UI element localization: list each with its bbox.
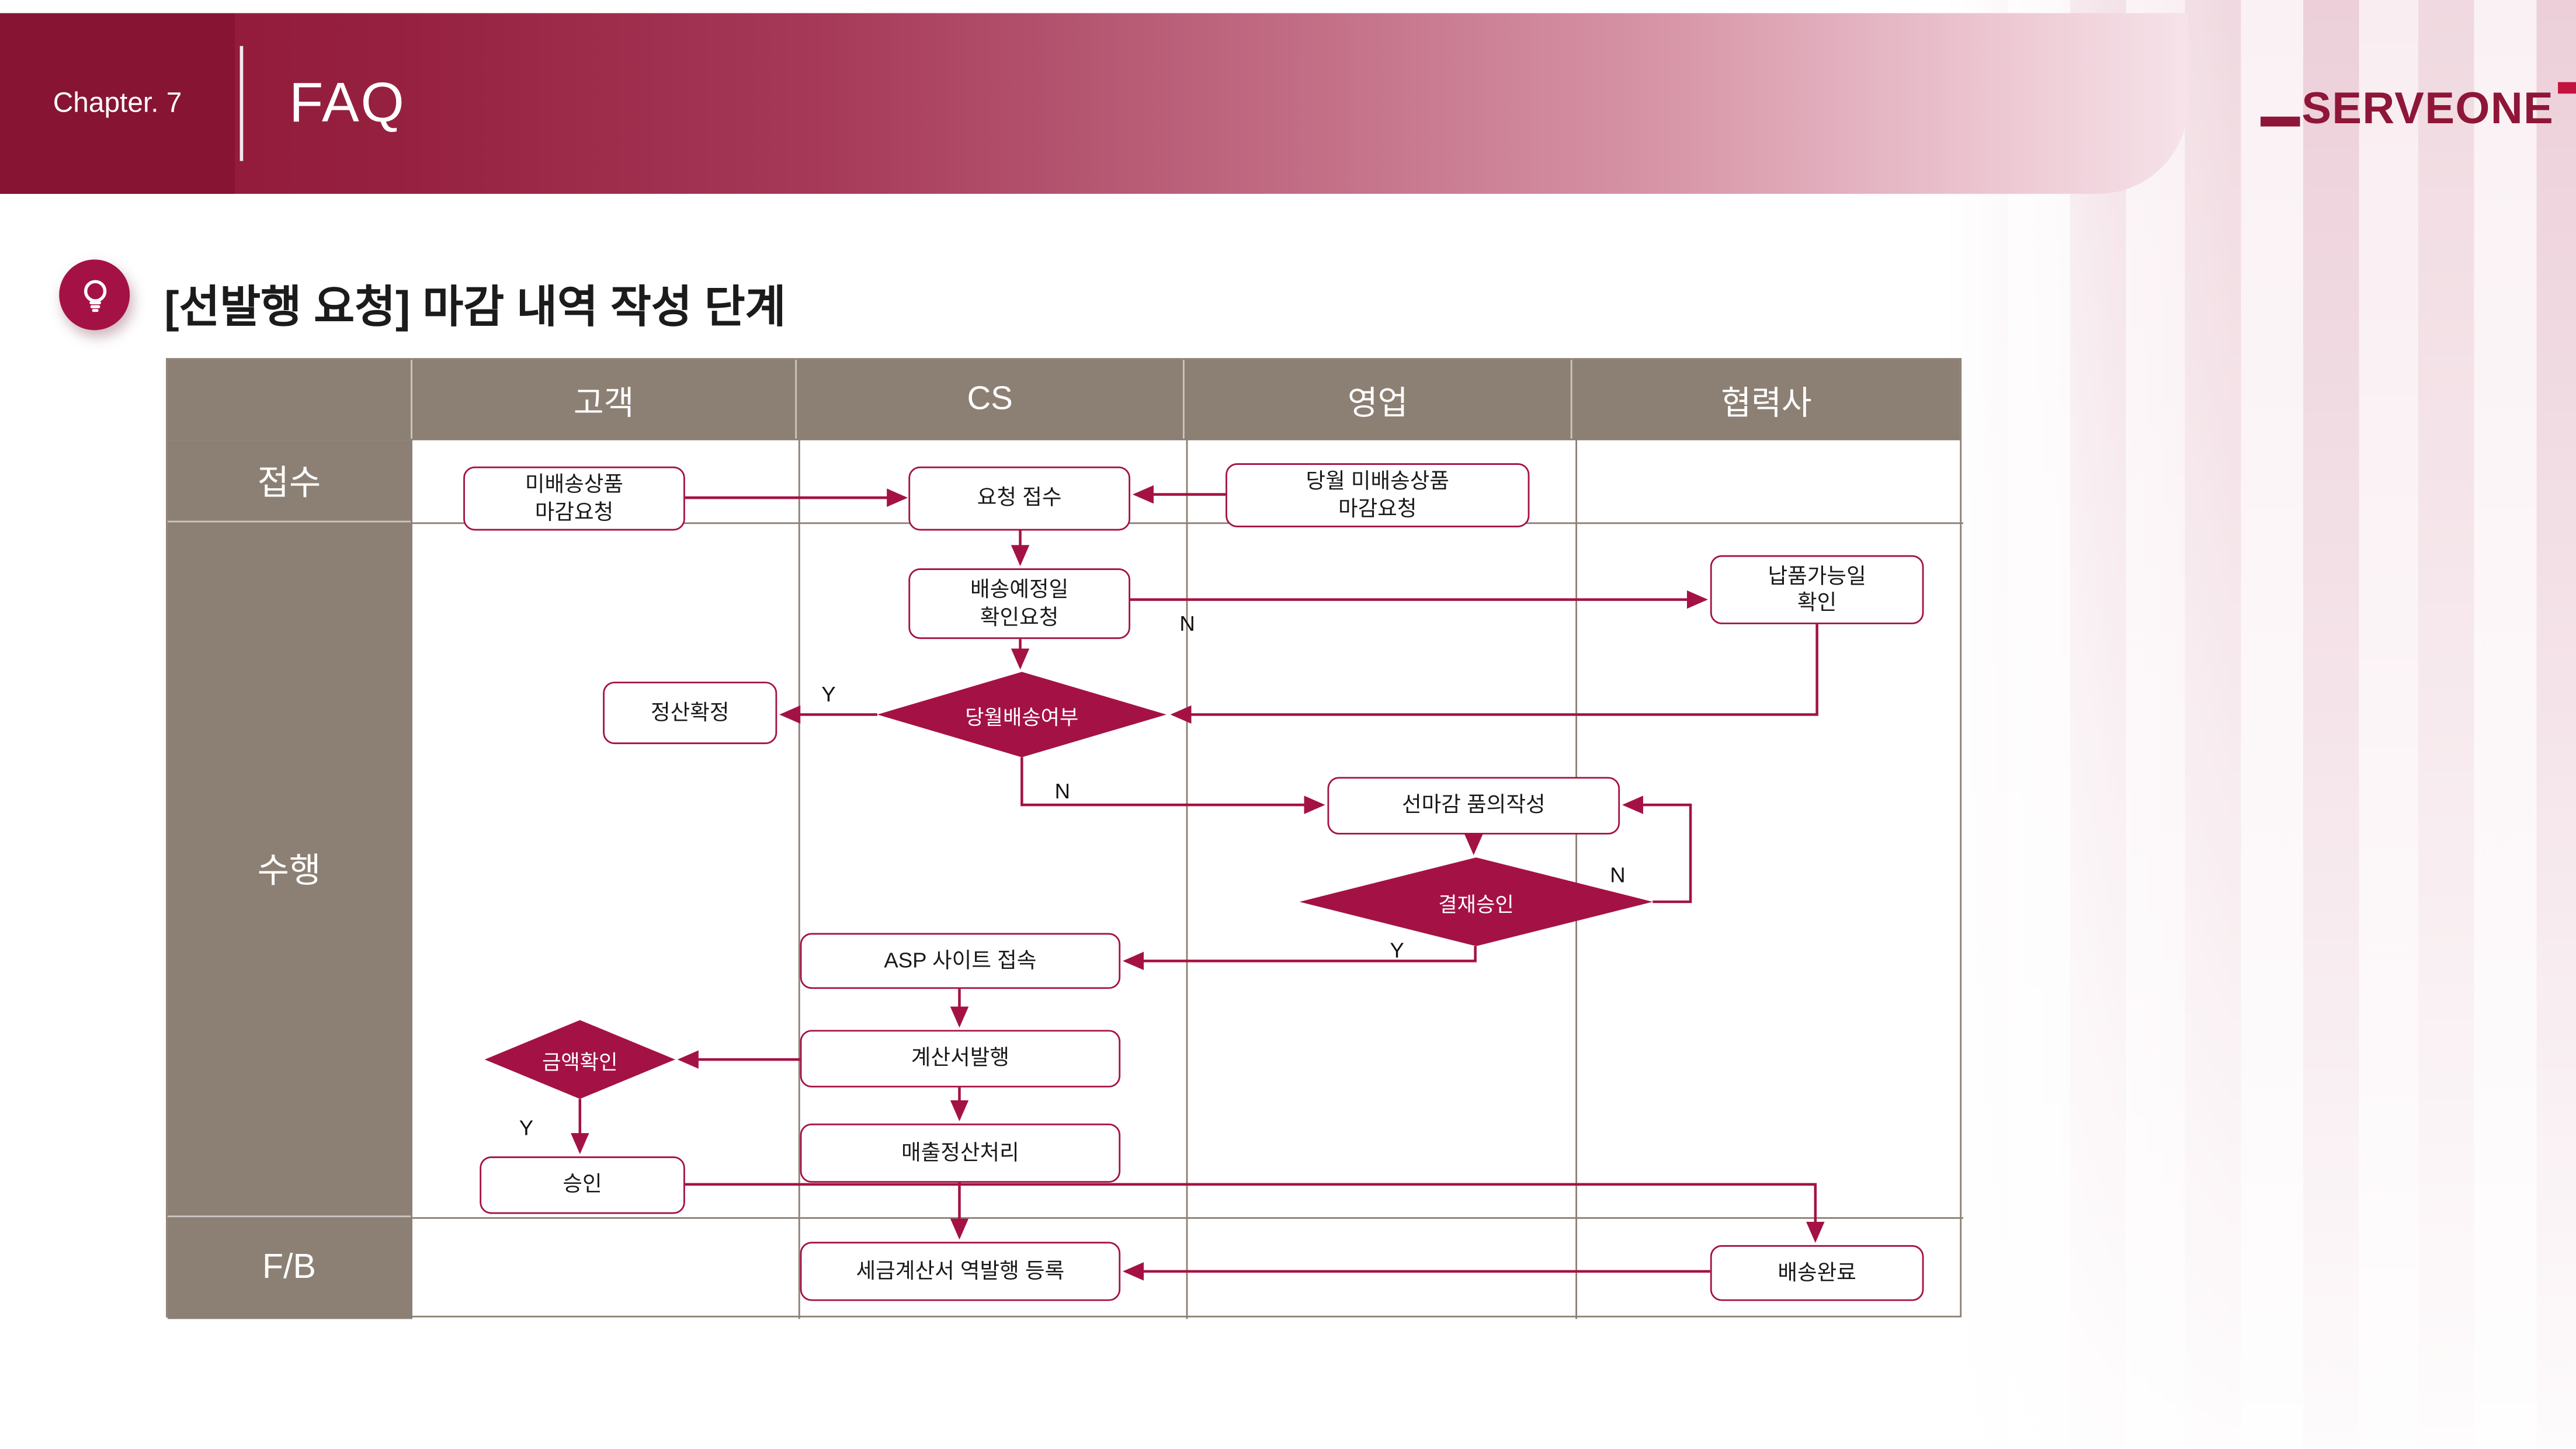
node-unshipped-close-request: 미배송상품 마감요청: [463, 466, 685, 531]
node-tax-invoice-reverse-register: 세금계산서 역발행 등록: [800, 1242, 1121, 1301]
flow-arrow: [1170, 624, 1818, 724]
column-header-sales: 영업: [1184, 359, 1573, 439]
edge-label-approval-yes: Y: [1390, 937, 1404, 963]
column-header-partner: 협력사: [1721, 385, 1812, 422]
node-supply-available-date-confirm: 납품가능일 확인: [1710, 555, 1924, 624]
grid-line: [412, 1217, 1963, 1219]
logo-dash: [2261, 116, 2300, 127]
node-settlement-confirm: 정산확정: [603, 682, 777, 745]
page-title: FAQ: [289, 72, 406, 135]
node-invoice-issue: 계산서발행: [800, 1030, 1121, 1087]
flow-diagram: 고객 CS 영업 협력사 접수 수행 F/B: [166, 358, 1963, 1319]
bulb-glyph: [83, 279, 106, 311]
node-monthly-unshipped-close-request: 당월 미배송상품 마감요청: [1225, 463, 1530, 527]
node-sales-settlement: 매출정산처리: [800, 1123, 1121, 1183]
grid-line: [798, 440, 800, 1319]
decision-approval: 결재승인: [1299, 857, 1653, 946]
section-heading: [선발행 요청] 마감 내역 작성 단계: [164, 282, 786, 332]
logo-square: [2557, 82, 2576, 94]
background-streaks: [1952, 0, 2576, 1449]
flow-arrow: [1123, 946, 1477, 971]
edge-label-approval-no: N: [1610, 862, 1626, 887]
chapter-block: Chapter. 7: [0, 13, 235, 194]
node-request-receipt: 요청 접수: [908, 466, 1130, 531]
edge-label-supplier-no: N: [1179, 611, 1195, 636]
row-label-receipt: 접수: [167, 440, 411, 523]
row-label-fb: F/B: [262, 1248, 316, 1287]
edge-label-settle-yes: Y: [821, 682, 836, 707]
decision-monthly-delivery: 당월배송여부: [877, 672, 1167, 757]
header-band: Chapter. 7 FAQ: [0, 13, 2189, 194]
column-header-customer: 고객: [412, 359, 797, 439]
node-delivery-date-confirm-request: 배송예정일 확인요청: [908, 568, 1130, 640]
chapter-label: Chapter. 7: [53, 87, 182, 119]
column-header-cs: CS: [797, 359, 1185, 439]
serveone-logo: SERVEONE: [2261, 82, 2576, 131]
column-header-row: 고객 CS 영업 협력사: [167, 359, 1960, 440]
edge-label-delivery-no: N: [1054, 779, 1071, 804]
row-label-execute: 수행: [167, 522, 411, 1218]
decision-amount-check: 금액확인: [484, 1020, 675, 1099]
row-label-column: 접수 수행 F/B: [167, 440, 412, 1319]
node-delivery-complete: 배송완료: [1710, 1245, 1924, 1301]
lightbulb-icon: [59, 259, 130, 331]
logo-text: SERVEONE: [2301, 84, 2554, 133]
flow-arrow: [1622, 795, 1692, 904]
node-pre-close-draft: 선마감 품의작성: [1327, 777, 1620, 835]
node-approve: 승인: [480, 1156, 685, 1214]
column-header-empty: [168, 359, 412, 439]
edge-label-amount-yes: Y: [519, 1115, 534, 1140]
grid-line: [412, 522, 1963, 524]
node-asp-site-access: ASP 사이트 접속: [800, 933, 1121, 989]
header-separator: [239, 46, 244, 161]
flow-arrow: [685, 1183, 1825, 1243]
grid-line: [1186, 440, 1188, 1319]
grid-line: [1575, 440, 1577, 1319]
